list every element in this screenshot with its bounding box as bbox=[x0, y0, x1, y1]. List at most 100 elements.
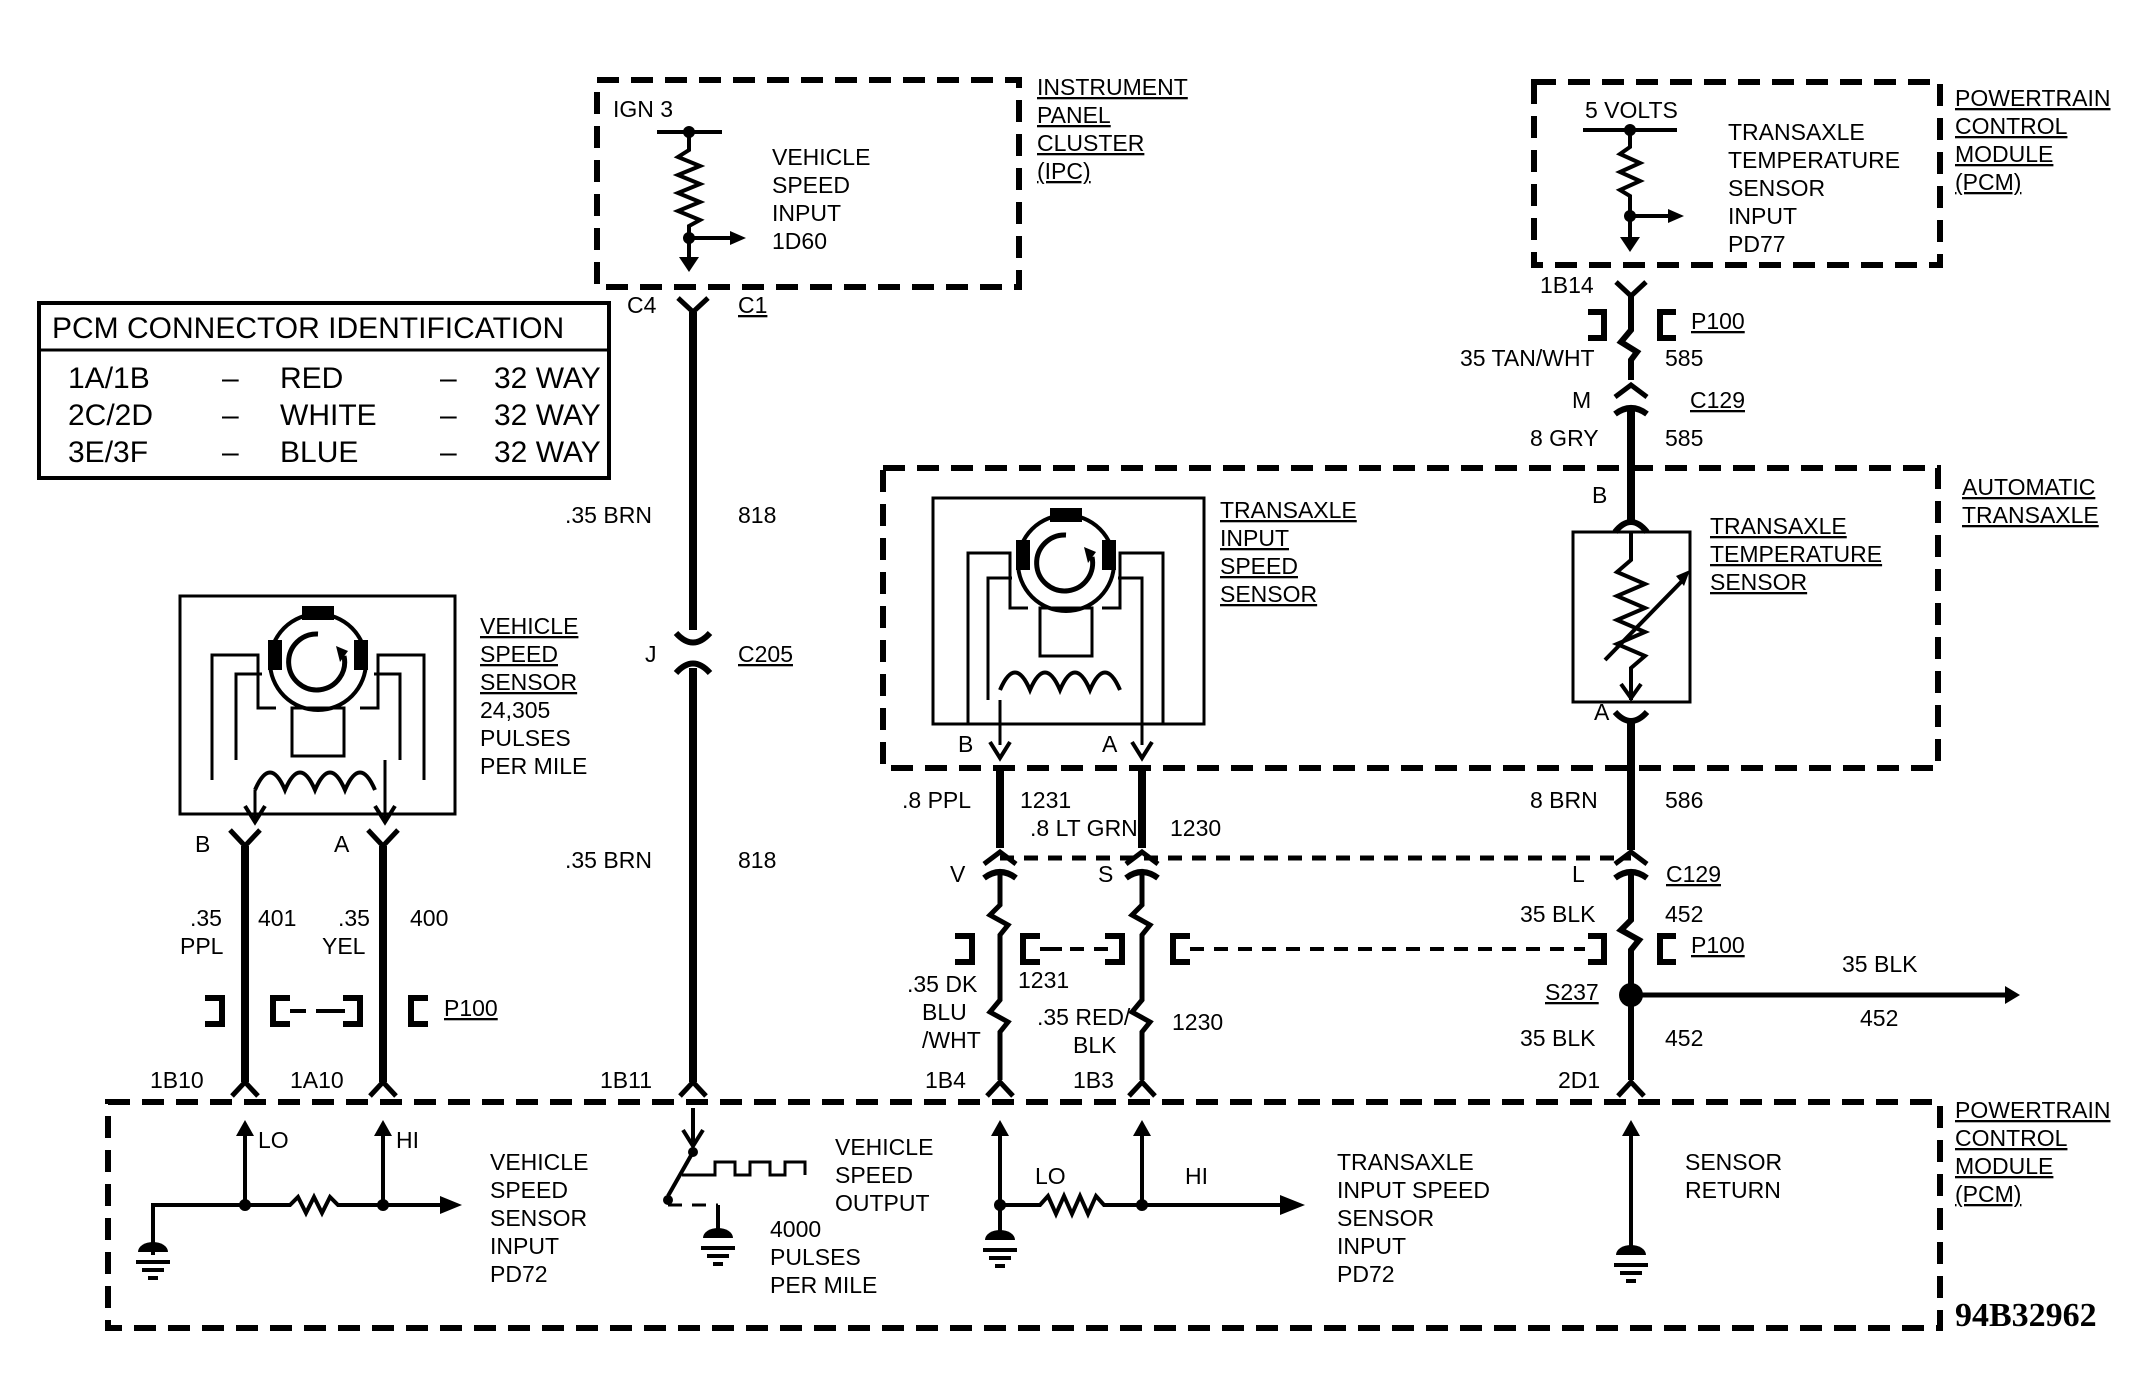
svg-text:818: 818 bbox=[738, 502, 776, 528]
svg-text:HI: HI bbox=[396, 1127, 419, 1153]
svg-text:SENSOR: SENSOR bbox=[1710, 569, 1807, 595]
svg-text:4000: 4000 bbox=[770, 1216, 821, 1242]
svg-text:35 BLK: 35 BLK bbox=[1520, 901, 1596, 927]
svg-text:1230: 1230 bbox=[1170, 815, 1221, 841]
svg-text:24,305: 24,305 bbox=[480, 697, 550, 723]
svg-text:1D60: 1D60 bbox=[772, 228, 827, 254]
svg-text:C1: C1 bbox=[738, 292, 767, 318]
table-row-2: 2C/2D – WHITE – 32 WAY bbox=[68, 399, 601, 432]
svg-text:V: V bbox=[950, 861, 966, 887]
svg-text:.35 BRN: .35 BRN bbox=[565, 847, 652, 873]
svg-text:INPUT: INPUT bbox=[490, 1233, 559, 1259]
svg-text:SPEED: SPEED bbox=[772, 172, 850, 198]
svg-text:452: 452 bbox=[1665, 901, 1703, 927]
svg-text:S: S bbox=[1098, 861, 1113, 887]
svg-text:PD72: PD72 bbox=[1337, 1261, 1395, 1287]
wire-401: B .35 PPL 401 1B10 bbox=[150, 828, 296, 1098]
input-speed-sensor: TRANSAXLE INPUT SPEED SENSOR B A bbox=[931, 496, 1357, 762]
svg-text:B: B bbox=[195, 831, 210, 857]
svg-text:1230: 1230 bbox=[1172, 1009, 1223, 1035]
svg-text:452: 452 bbox=[1665, 1025, 1703, 1051]
svg-text:LO: LO bbox=[1035, 1163, 1066, 1189]
svg-text:P100: P100 bbox=[444, 995, 498, 1021]
svg-text:POWERTRAIN: POWERTRAIN bbox=[1955, 85, 2110, 111]
svg-text:–: – bbox=[440, 436, 457, 469]
svg-text:1B14: 1B14 bbox=[1540, 272, 1594, 298]
svg-text:C129: C129 bbox=[1666, 861, 1721, 887]
svg-text:PANEL: PANEL bbox=[1037, 102, 1111, 128]
vss-input-circuit: LO HI VEHICLE SPEED SENSOR INPUT PD72 bbox=[136, 1120, 588, 1287]
svg-text:2C/2D: 2C/2D bbox=[68, 399, 153, 432]
svg-text:.35: .35 bbox=[190, 905, 222, 931]
svg-text:CONTROL: CONTROL bbox=[1955, 113, 2068, 139]
svg-text:PULSES: PULSES bbox=[770, 1244, 861, 1270]
p100-shield-vss: P100 bbox=[205, 995, 498, 1027]
sensor-return-circuit: SENSOR RETURN bbox=[1614, 1120, 1782, 1283]
svg-text:BLK: BLK bbox=[1073, 1032, 1117, 1058]
svg-text:SENSOR: SENSOR bbox=[1685, 1149, 1782, 1175]
svg-text:PD72: PD72 bbox=[490, 1261, 548, 1287]
svg-text:S237: S237 bbox=[1545, 979, 1599, 1005]
svg-text:PER MILE: PER MILE bbox=[480, 753, 587, 779]
svg-text:M: M bbox=[1572, 387, 1591, 413]
svg-text:INPUT: INPUT bbox=[772, 200, 841, 226]
svg-text:SENSOR: SENSOR bbox=[1337, 1205, 1434, 1231]
svg-text:35 BLK: 35 BLK bbox=[1520, 1025, 1596, 1051]
svg-text:1B10: 1B10 bbox=[150, 1067, 204, 1093]
svg-text:INPUT: INPUT bbox=[1337, 1233, 1406, 1259]
svg-text:–: – bbox=[440, 362, 457, 395]
svg-text:C205: C205 bbox=[738, 641, 793, 667]
svg-text:VEHICLE: VEHICLE bbox=[480, 613, 578, 639]
svg-text:1A/1B: 1A/1B bbox=[68, 362, 150, 395]
svg-text:SENSOR: SENSOR bbox=[480, 669, 577, 695]
table-row-3: 3E/3F – BLUE – 32 WAY bbox=[68, 436, 601, 469]
svg-text:8 BRN: 8 BRN bbox=[1530, 787, 1598, 813]
wire-1230: .8 LT GRN 1230 S .35 RED/ BLK 1230 1B3 bbox=[1030, 770, 1223, 1098]
svg-text:–: – bbox=[222, 362, 239, 395]
svg-text:INSTRUMENT: INSTRUMENT bbox=[1037, 74, 1188, 100]
svg-text:.35: .35 bbox=[338, 905, 370, 931]
svg-text:MODULE: MODULE bbox=[1955, 141, 2053, 167]
svg-text:A: A bbox=[1102, 731, 1118, 757]
svg-text:SPEED: SPEED bbox=[480, 641, 558, 667]
svg-text:P100: P100 bbox=[1691, 308, 1745, 334]
svg-text:(PCM): (PCM) bbox=[1955, 169, 2021, 195]
svg-text:INPUT SPEED: INPUT SPEED bbox=[1337, 1177, 1490, 1203]
svg-text:.8 PPL: .8 PPL bbox=[902, 787, 971, 813]
svg-text:PULSES: PULSES bbox=[480, 725, 571, 751]
svg-text:PER MILE: PER MILE bbox=[770, 1272, 877, 1298]
svg-text:–: – bbox=[222, 436, 239, 469]
svg-text:RED: RED bbox=[280, 362, 343, 395]
wire-586-452: 8 BRN 586 L C129 35 BLK 452 S237 35 BLK … bbox=[1520, 722, 2020, 1098]
svg-text:VEHICLE: VEHICLE bbox=[772, 144, 870, 170]
svg-text:3E/3F: 3E/3F bbox=[68, 436, 148, 469]
svg-text:.35 RED/: .35 RED/ bbox=[1037, 1004, 1131, 1030]
ipc-module: IGN 3 VEHICLE SPEED INPUT 1D60 INSTRUMEN… bbox=[594, 74, 1188, 290]
svg-text:1B3: 1B3 bbox=[1073, 1067, 1114, 1093]
svg-text:400: 400 bbox=[410, 905, 448, 931]
svg-text:SPEED: SPEED bbox=[490, 1177, 568, 1203]
svg-text:32 WAY: 32 WAY bbox=[494, 399, 601, 432]
svg-text:A: A bbox=[334, 831, 350, 857]
svg-text:TRANSAXLE: TRANSAXLE bbox=[1710, 513, 1847, 539]
svg-text:J: J bbox=[645, 641, 657, 667]
svg-text:RETURN: RETURN bbox=[1685, 1177, 1781, 1203]
svg-text:TRANSAXLE: TRANSAXLE bbox=[1220, 497, 1357, 523]
svg-text:INPUT: INPUT bbox=[1728, 203, 1797, 229]
svg-text:1A10: 1A10 bbox=[290, 1067, 344, 1093]
svg-text:POWERTRAIN: POWERTRAIN bbox=[1955, 1097, 2110, 1123]
svg-text:P100: P100 bbox=[1691, 932, 1745, 958]
svg-text:B: B bbox=[1592, 482, 1607, 508]
ign3-label: IGN 3 bbox=[613, 96, 673, 122]
svg-text:2D1: 2D1 bbox=[1558, 1067, 1600, 1093]
isss-input-circuit: LO HI TRANSAXLE INPUT SPEED SENSOR INPUT… bbox=[983, 1120, 1490, 1287]
svg-text:SENSOR: SENSOR bbox=[490, 1205, 587, 1231]
svg-text:TEMPERATURE: TEMPERATURE bbox=[1728, 147, 1900, 173]
svg-text:INPUT: INPUT bbox=[1220, 525, 1289, 551]
svg-text:TRANSAXLE: TRANSAXLE bbox=[1962, 502, 2099, 528]
pcm-bottom-module: POWERTRAIN CONTROL MODULE (PCM) LO HI VE… bbox=[105, 1097, 2110, 1331]
pcm-top-module: 5 VOLTS TRANSAXLE TEMPERATURE SENSOR INP… bbox=[1531, 79, 2110, 268]
svg-text:SENSOR: SENSOR bbox=[1728, 175, 1825, 201]
svg-text:CONTROL: CONTROL bbox=[1955, 1125, 2068, 1151]
